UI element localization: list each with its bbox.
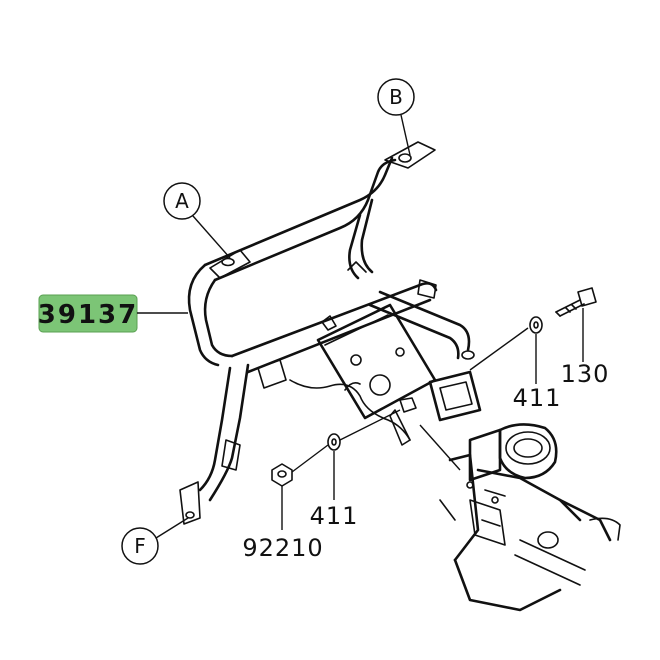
washer-411-lower-icon xyxy=(327,433,341,451)
steering-head-assembly xyxy=(439,423,621,612)
assembly-leaders xyxy=(291,327,529,473)
nut-92210-icon xyxy=(271,463,293,487)
part-label-39137[interactable]: 39137 xyxy=(38,294,188,333)
svg-text:F: F xyxy=(134,534,146,558)
bracket-frame xyxy=(179,141,475,525)
svg-text:92210: 92210 xyxy=(242,534,323,562)
svg-text:411: 411 xyxy=(310,502,359,530)
center-plate xyxy=(289,303,482,446)
svg-text:411: 411 xyxy=(513,384,562,412)
part-label-411-upper[interactable]: 411 xyxy=(513,334,562,412)
callout-f: F xyxy=(121,517,189,565)
part-label-130[interactable]: 130 xyxy=(561,308,610,388)
part-label-92210[interactable]: 92210 xyxy=(242,486,323,562)
svg-text:B: B xyxy=(389,85,403,109)
callout-b: B xyxy=(377,78,415,156)
svg-text:39137: 39137 xyxy=(38,300,138,330)
part-label-411-lower[interactable]: 411 xyxy=(310,451,359,530)
bolt-130-icon xyxy=(555,287,597,317)
washer-411-upper-icon xyxy=(529,316,543,334)
svg-text:130: 130 xyxy=(561,360,610,388)
svg-text:A: A xyxy=(175,189,189,213)
callout-a: A xyxy=(163,182,231,259)
